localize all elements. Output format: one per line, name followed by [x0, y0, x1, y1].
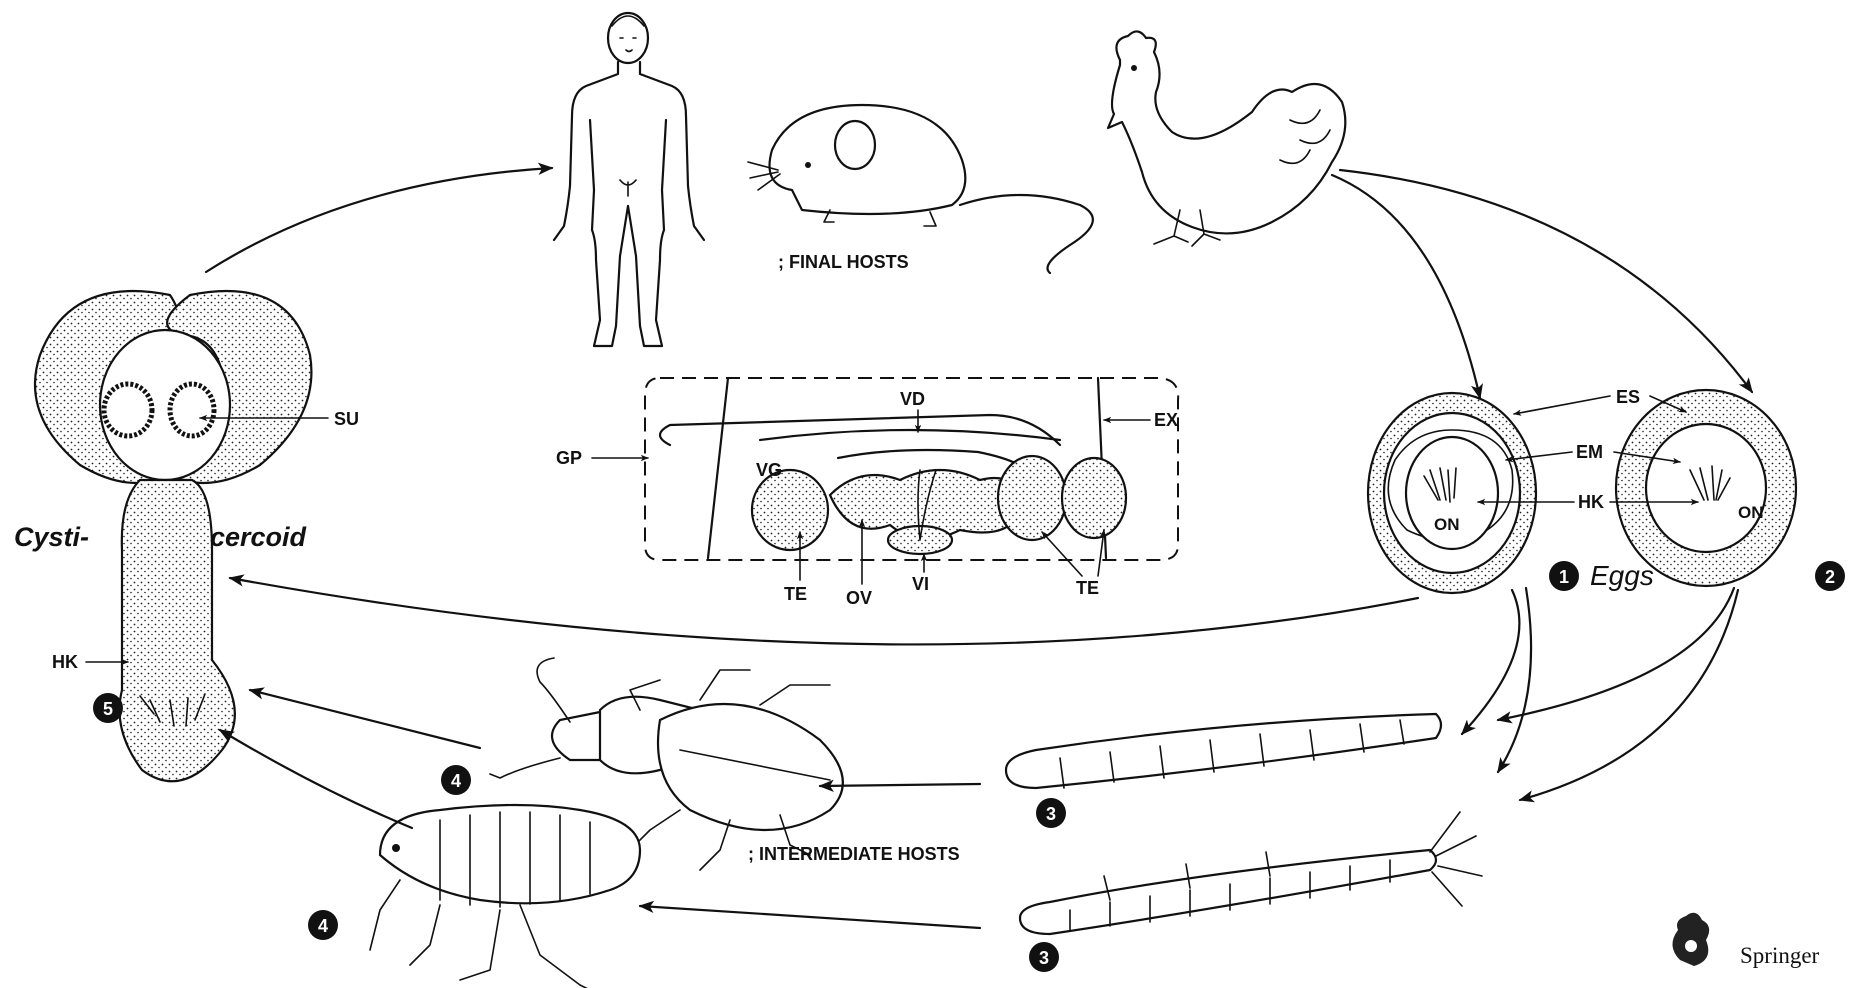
badge-4-flea: 4	[308, 910, 338, 940]
svg-text:3: 3	[1039, 948, 1049, 968]
badge-1: 1	[1549, 561, 1579, 591]
vd-label: VD	[900, 389, 925, 409]
hk-label-egg: HK	[1578, 492, 1604, 512]
egg-1-icon	[1368, 393, 1536, 593]
flea-larva-icon	[1020, 812, 1482, 934]
mouse-icon	[748, 105, 1093, 273]
svg-text:4: 4	[451, 771, 461, 791]
badge-2: 2	[1815, 561, 1845, 591]
on-label-egg1: ON	[1434, 515, 1460, 534]
badge-4-beetle: 4	[441, 765, 471, 795]
intermediate-hosts-label: ; INTERMEDIATE HOSTS	[748, 844, 960, 864]
flea-icon	[370, 805, 640, 988]
es-label: ES	[1616, 387, 1640, 407]
badge-3-mealworm: 3	[1036, 798, 1066, 828]
gp-label: GP	[556, 448, 582, 468]
vg-label: VG	[756, 460, 782, 480]
ov-label: OV	[846, 588, 872, 608]
cysti-label: Cysti-	[14, 522, 89, 552]
ex-label: EX	[1154, 410, 1178, 430]
svg-text:1: 1	[1559, 567, 1569, 587]
svg-text:2: 2	[1825, 567, 1835, 587]
te-label-right: TE	[1076, 578, 1099, 598]
su-label: SU	[334, 409, 359, 429]
human-figure-icon	[554, 13, 704, 346]
final-hosts-label: ; FINAL HOSTS	[778, 252, 909, 272]
on-label-egg2: ON	[1738, 503, 1764, 522]
springer-label: Springer	[1740, 943, 1820, 968]
hk-label-cysticercoid: HK	[52, 652, 78, 672]
vi-label: VI	[912, 574, 929, 594]
eggs-label: Eggs	[1590, 560, 1654, 591]
mealworm-larva-icon	[1006, 714, 1441, 788]
cercoid-label: cercoid	[210, 522, 307, 552]
svg-text:4: 4	[318, 916, 328, 936]
springer-logo-icon	[1672, 913, 1709, 966]
te-label-left: TE	[784, 584, 807, 604]
badge-5: 5	[93, 693, 123, 723]
svg-text:3: 3	[1046, 804, 1056, 824]
chicken-icon	[1108, 31, 1345, 246]
egg-2-icon	[1616, 390, 1796, 586]
em-label: EM	[1576, 442, 1603, 462]
svg-text:5: 5	[103, 699, 113, 719]
badge-3-flea-larva: 3	[1029, 942, 1059, 972]
